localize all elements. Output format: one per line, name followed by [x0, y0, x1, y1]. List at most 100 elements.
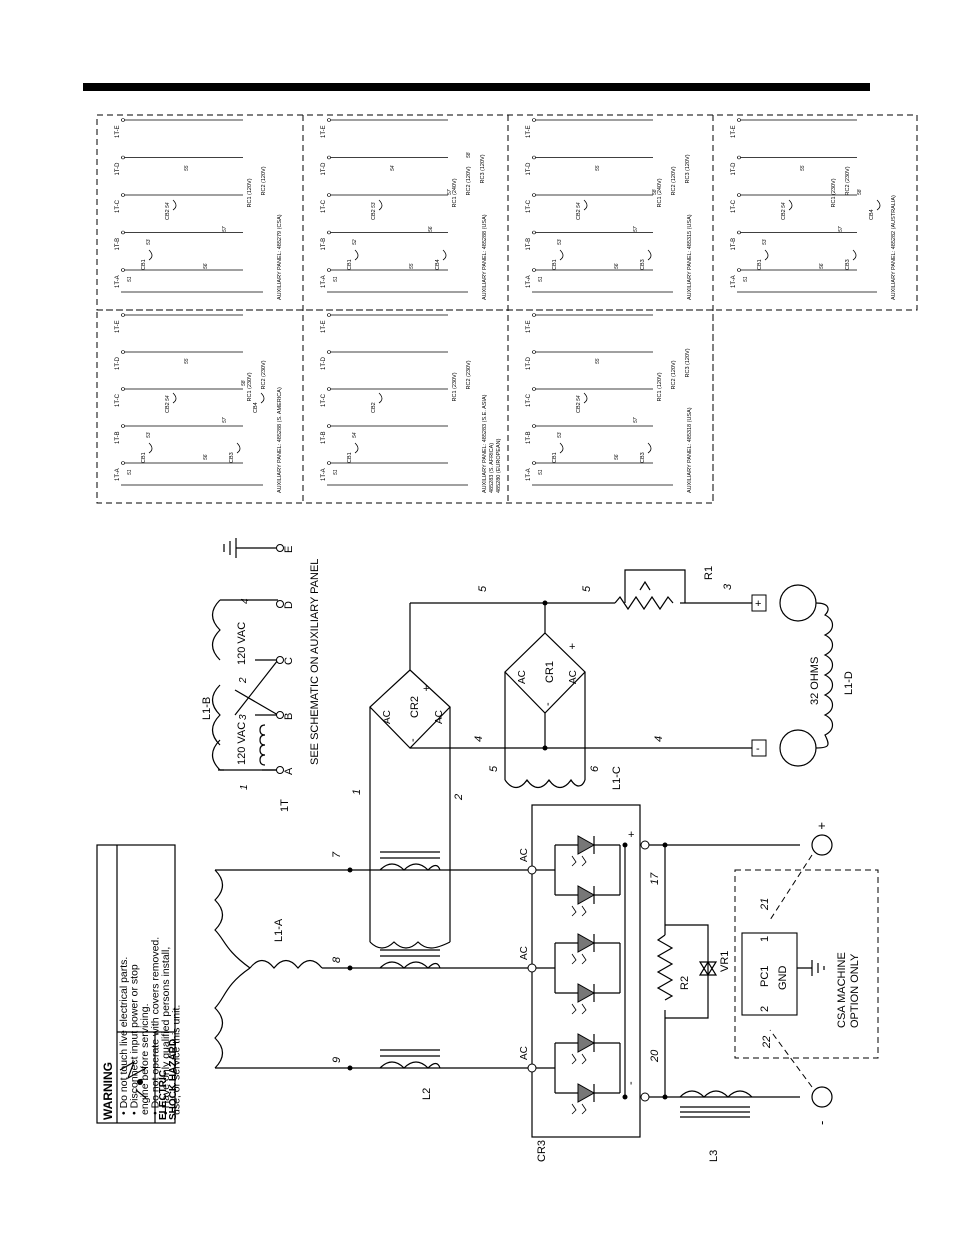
cr2-label: CR2 — [409, 696, 421, 718]
aux-receptacle: RC1 (230V) — [247, 372, 253, 401]
cr3-diode — [555, 1033, 620, 1065]
aux-breaker: CB2 — [371, 402, 377, 413]
out-minus: - — [814, 1121, 829, 1125]
aux-panel-title: AUXILIARY PANEL: 485315 (USA) — [687, 214, 693, 300]
r1-label: R1 — [703, 566, 715, 580]
aux-wire: 51 — [127, 276, 133, 282]
aux-wire: 54 — [390, 165, 396, 171]
aux-terminal: 1T-D — [321, 162, 327, 176]
aux-wire: 57 — [222, 226, 228, 232]
aux-breaker: CB2 — [165, 209, 171, 220]
cr3-diode — [555, 1083, 620, 1115]
output-circuit — [214, 804, 879, 1138]
ac-2: AC — [519, 946, 530, 960]
aux-receptacle: RC1 (240V) — [657, 178, 663, 207]
wire-number: 3 — [722, 583, 734, 590]
aux-wire: 55 — [409, 263, 415, 269]
warning-item: • Do not operate with covers removed. — [150, 937, 162, 1115]
aux-terminal: 1T-E — [526, 125, 532, 138]
1t-terminal-a: A — [283, 767, 295, 775]
aux-breaker: CB3 — [640, 259, 646, 270]
aux-wire: 51 — [333, 469, 339, 475]
ohms-label: 32 OHMS — [809, 657, 821, 705]
aux-terminal: 1T-E — [526, 320, 532, 333]
r2-label: R2 — [679, 976, 691, 990]
warning-item: • Disconnect input power or stop — [129, 964, 141, 1115]
cr3-diode — [555, 933, 620, 965]
plus-brush: + — [755, 598, 761, 610]
wire-number: 21 — [759, 898, 771, 911]
aux-wire: 54 — [352, 432, 358, 438]
wire-number: 17 — [649, 872, 661, 885]
aux-breaker: CB1 — [141, 452, 147, 463]
aux-wire: 55 — [595, 165, 601, 171]
warning-items: • Do not touch live electrical parts.• D… — [118, 937, 183, 1115]
wire-number: 4 — [653, 736, 665, 742]
aux-terminal: 1T-D — [731, 162, 737, 176]
aux-terminal: 1T-D — [321, 356, 327, 370]
ac-3: AC — [519, 1046, 530, 1060]
wire-number: 1 — [351, 789, 363, 795]
aux-terminal: 1T-C — [321, 199, 327, 213]
aux-receptacle: RC1 (120V) — [247, 178, 253, 207]
aux-terminal: 1T-C — [731, 199, 737, 213]
aux-receptacle: RC1 (230V) — [452, 372, 458, 401]
aux-panel-title: AUXILIARY PANEL: 485288 (USA) — [482, 214, 488, 300]
wire-number: 6 — [589, 765, 601, 772]
aux-receptacle: RC1 (120V) — [657, 372, 663, 401]
cr1-minus: - — [542, 702, 554, 706]
aux-breaker: CB2 — [781, 209, 787, 220]
aux-wire: 52 — [352, 239, 358, 245]
cr3-minus: - — [625, 1081, 637, 1085]
field-circuit — [369, 569, 834, 942]
aux-terminal: 1T-E — [115, 125, 121, 138]
cr2-ac-2: AC — [434, 710, 445, 724]
pc1-label: PC1 — [759, 966, 771, 987]
aux-terminal: 1T-E — [321, 320, 327, 333]
aux-terminal: 1T-A — [321, 468, 327, 481]
aux-wire: 54 — [576, 202, 582, 208]
aux-terminal: 1T-B — [731, 238, 737, 251]
warning-title: WARNING — [101, 1062, 115, 1120]
aux-breaker: CB1 — [757, 259, 763, 270]
aux-terminal: 1T-B — [526, 431, 532, 444]
1t-wire-4: 4 — [240, 598, 251, 604]
aux-wire: 58 — [857, 189, 863, 195]
aux-terminal: 1T-C — [526, 199, 532, 213]
aux-terminal: 1T-D — [115, 356, 121, 370]
pin2-label: 2 — [759, 1006, 771, 1012]
cr2-ac-1: AC — [382, 710, 393, 724]
wire-number: 22 — [761, 1036, 773, 1049]
aux-receptacle: RC2 (120V) — [671, 166, 677, 195]
wire-number: 7 — [331, 851, 343, 858]
aux-panel-title: AUXILIARY PANEL: 485279 (CSA) — [277, 214, 283, 300]
aux-panel-grid — [96, 114, 918, 504]
aux-wire: 51 — [743, 276, 749, 282]
volt-label-2: 120 VAC — [236, 622, 248, 665]
aux-wire: 53 — [371, 202, 377, 208]
aux-breaker: CB4 — [253, 402, 259, 413]
aux-breaker: CB3 — [640, 452, 646, 463]
csa-label-1: CSA MACHINE — [836, 952, 848, 1028]
aux-wire: 56 — [203, 454, 209, 460]
aux-breaker: CB1 — [347, 452, 353, 463]
cr3-diode — [555, 983, 620, 1015]
l1c-label: L1-C — [611, 766, 623, 790]
aux-terminal: 1T-E — [321, 125, 327, 138]
aux-receptacle: RC2 (120V) — [466, 166, 472, 195]
aux-wire: 54 — [781, 202, 787, 208]
aux-receptacle: RC2 (230V) — [466, 360, 472, 389]
aux-receptacle: RC2 (230V) — [261, 360, 267, 389]
aux-note: SEE SCHEMATIC ON AUXILIARY PANEL — [309, 559, 321, 765]
l1a-label: L1-A — [273, 918, 285, 942]
aux-terminal: 1T-B — [115, 431, 121, 444]
1t-terminal-d: D — [283, 601, 295, 609]
aux-panel-title: 485283 (S. AFRICA) — [489, 443, 495, 493]
aux-wire: 55 — [184, 358, 190, 364]
cr3-plus: + — [628, 829, 634, 841]
aux-wire: 51 — [538, 469, 544, 475]
